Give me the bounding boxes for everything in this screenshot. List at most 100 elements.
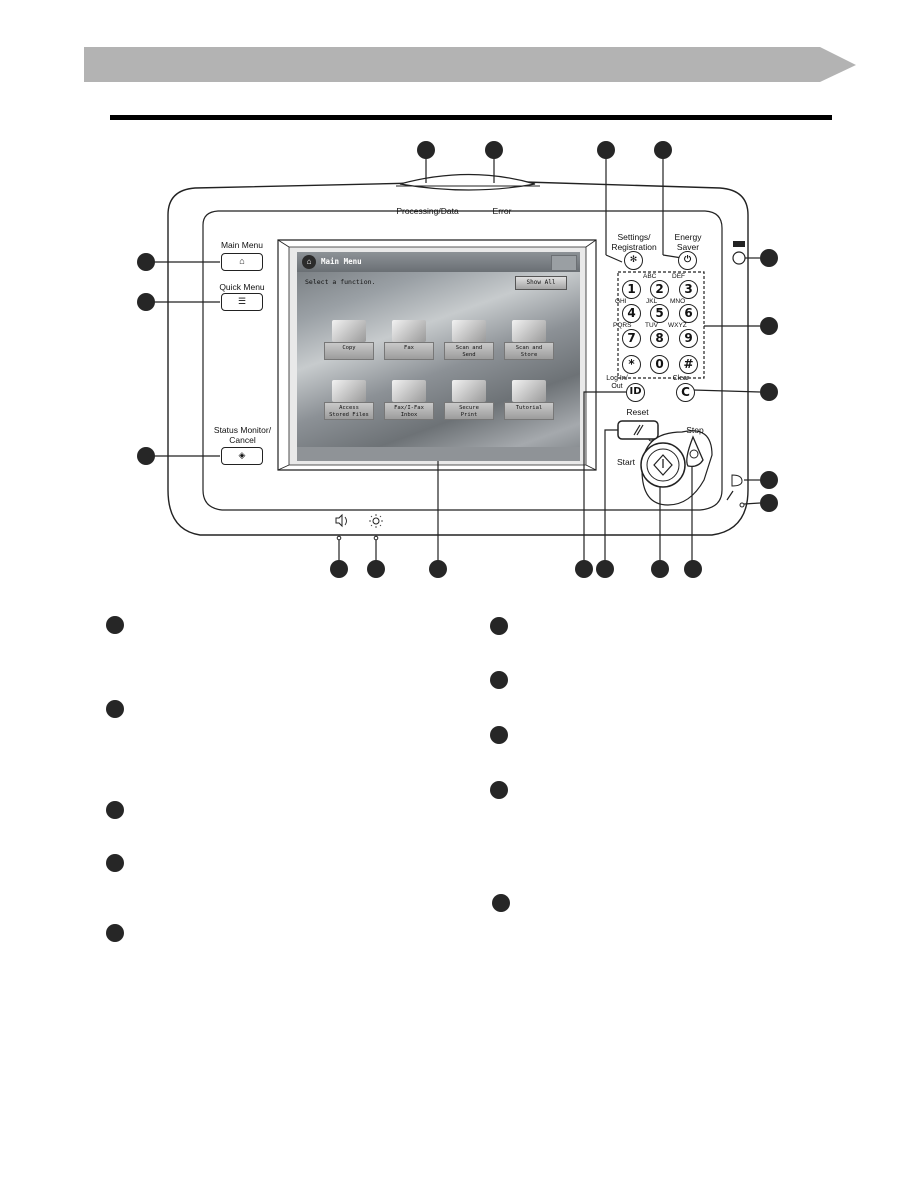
key-1[interactable]: 1: [622, 280, 641, 299]
callout-clear: [760, 383, 778, 401]
clear-key[interactable]: C: [676, 383, 695, 402]
function-scan-and-send[interactable]: Scan and Send: [444, 320, 494, 360]
description-bullet: [492, 894, 510, 912]
start-key[interactable]: [641, 443, 685, 487]
key-5[interactable]: 5: [650, 304, 669, 323]
function-access-stored-files[interactable]: Access Stored Files: [324, 380, 374, 420]
stop-key[interactable]: [686, 437, 704, 467]
reset-label: Reset: [626, 407, 649, 417]
key-3[interactable]: 3: [679, 280, 698, 299]
quick-menu-label: Quick Menu: [219, 282, 265, 292]
screen-title: Main Menu: [321, 257, 362, 266]
main-menu-icon: ⌂: [302, 255, 316, 269]
touch-panel-display[interactable]: ⌂ Main Menu Select a function. Show All …: [297, 252, 580, 461]
log-in-out-key[interactable]: ID: [626, 383, 645, 402]
energy-saver-key[interactable]: ⏻: [678, 251, 697, 270]
keypad-letters-def: DEF: [672, 273, 685, 280]
key-6[interactable]: 6: [679, 304, 698, 323]
callout-log-in-out: [575, 560, 593, 578]
tutorial-icon: [512, 380, 546, 402]
callout-stylus-holder: [760, 471, 778, 489]
power-icon: ⏻: [683, 255, 692, 265]
description-bullet: [490, 617, 508, 635]
inbox-icon: [392, 380, 426, 402]
settings-registration-key[interactable]: ✻: [624, 251, 643, 270]
callout-stylus: [760, 494, 778, 512]
start-label: Start: [617, 457, 635, 467]
function-label: Fax: [384, 342, 434, 360]
function-copy[interactable]: Copy: [324, 320, 374, 360]
callout-start: [651, 560, 669, 578]
stop-label: Stop: [686, 425, 704, 435]
callout-settings-registration: [597, 141, 615, 159]
keypad-letters-abc: ABC: [643, 273, 657, 280]
key-8[interactable]: 8: [650, 329, 669, 348]
function-label: Access Stored Files: [324, 402, 374, 420]
function-label: Scan and Store: [504, 342, 554, 360]
screen-status-bar: [297, 447, 580, 461]
callout-numeric-keys: [760, 317, 778, 335]
log-in-out-label: Log In/ Out: [606, 375, 628, 390]
key-4[interactable]: 4: [622, 304, 641, 323]
function-label: Copy: [324, 342, 374, 360]
callout-touch-panel: [429, 560, 447, 578]
description-bullet: [106, 616, 124, 634]
keypad-letters-mno: MNO: [670, 298, 686, 305]
secure-print-icon: [452, 380, 486, 402]
key-7[interactable]: 7: [622, 329, 641, 348]
screen-title-bar: ⌂ Main Menu: [297, 252, 580, 272]
callout-stop: [684, 560, 702, 578]
home-icon: ⌂: [239, 256, 245, 266]
main-menu-button[interactable]: ⌂: [221, 253, 263, 271]
callout-quick-menu: [137, 293, 155, 311]
function-scan-and-store[interactable]: Scan and Store: [504, 320, 554, 360]
key-2[interactable]: 2: [650, 280, 669, 299]
pen-icon: [725, 490, 735, 502]
quick-menu-button[interactable]: ☰: [221, 293, 263, 311]
screen-status-icon[interactable]: [551, 255, 577, 271]
key-star[interactable]: *: [622, 355, 641, 374]
function-tutorial[interactable]: Tutorial: [504, 380, 554, 420]
quick-menu-icon: ☰: [237, 296, 247, 306]
function-label: Fax/I-Fax Inbox: [384, 402, 434, 420]
callout-status-monitor: [137, 447, 155, 465]
keypad-letters-tuv: TUV: [645, 322, 658, 329]
status-monitor-cancel-button[interactable]: ◈: [221, 447, 263, 465]
function-label: Secure Print: [444, 402, 494, 420]
description-bullet: [490, 671, 508, 689]
copy-icon: [332, 320, 366, 342]
main-menu-label: Main Menu: [220, 240, 264, 250]
function-label: Scan and Send: [444, 342, 494, 360]
fax-icon: [392, 320, 426, 342]
keypad-letters-ghi: GHI: [615, 298, 627, 305]
speaker-icon: [334, 513, 348, 527]
description-bullet: [106, 924, 124, 942]
scan-send-icon: [452, 320, 486, 342]
description-bullet: [106, 700, 124, 718]
callout-main-menu: [137, 253, 155, 271]
energy-saver-label: Energy Saver: [674, 232, 702, 252]
description-bullet: [106, 801, 124, 819]
settings-registration-label: Settings/ Registration: [611, 232, 657, 252]
key-0[interactable]: 0: [650, 355, 669, 374]
scan-store-icon: [512, 320, 546, 342]
key-hash[interactable]: #: [679, 355, 698, 374]
function-fax-ifax-inbox[interactable]: Fax/I-Fax Inbox: [384, 380, 434, 420]
function-secure-print[interactable]: Secure Print: [444, 380, 494, 420]
callout-processing-data: [417, 141, 435, 159]
callout-brightness: [367, 560, 385, 578]
callout-error: [485, 141, 503, 159]
callout-reset: [596, 560, 614, 578]
description-bullet: [490, 726, 508, 744]
error-label: Error: [492, 206, 512, 216]
key-9[interactable]: 9: [679, 329, 698, 348]
callout-main-power-lamp: [760, 249, 778, 267]
keypad-letters-wxyz: WXYZ: [668, 322, 687, 329]
function-label: Tutorial: [504, 402, 554, 420]
status-monitor-icon: ◈: [238, 450, 246, 460]
function-fax[interactable]: Fax: [384, 320, 434, 360]
processing-data-label: Processing/Data: [396, 206, 459, 216]
show-all-button[interactable]: Show All: [515, 276, 567, 290]
gear-icon: ✻: [629, 255, 638, 265]
